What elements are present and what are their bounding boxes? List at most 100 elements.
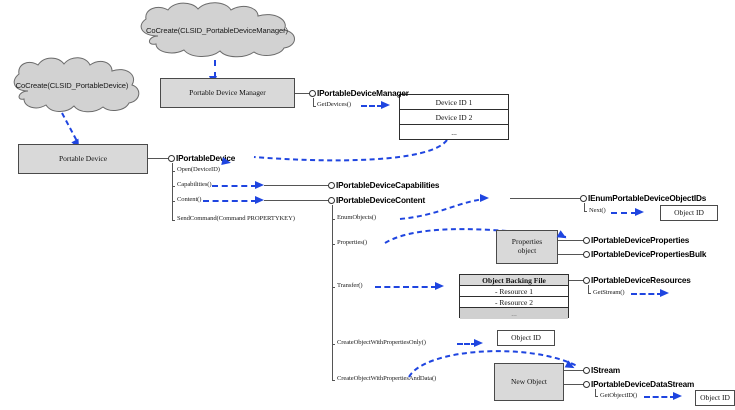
method-createobject-props-only[interactable]: CreateObjectWithPropertiesOnly() <box>337 339 426 346</box>
bracket-tick <box>584 211 587 212</box>
iface-istream-label: IStream <box>591 366 620 375</box>
arrow-getstream-head <box>660 289 669 297</box>
arrow-capabilities-head <box>255 181 264 189</box>
iface-content[interactable]: IPortableDeviceContent <box>328 196 425 205</box>
arrow-capabilities-stem <box>212 185 257 187</box>
arrow-enumobjects-head <box>480 194 489 202</box>
interface-ball-icon <box>168 155 175 162</box>
bracket-tick <box>332 287 335 288</box>
iface-resources-label: IPortableDeviceResources <box>591 276 691 285</box>
table-row[interactable]: Device ID 2 <box>400 110 508 125</box>
iface-manager[interactable]: IPortableDeviceManager <box>309 89 409 98</box>
iface-properties-bulk[interactable]: IPortableDevicePropertiesBulk <box>583 250 706 259</box>
arrow-next-head <box>635 208 644 216</box>
method-open[interactable]: Open(DeviceID) <box>177 166 220 173</box>
iface-capabilities[interactable]: IPortableDeviceCapabilities <box>328 181 439 190</box>
line-enumobjects <box>510 198 580 199</box>
bracket-content <box>332 205 333 380</box>
arrow-getobjectid-stem <box>644 396 676 398</box>
box-object-id-datastream[interactable]: Object ID <box>695 390 735 406</box>
iface-device-label: IPortableDevice <box>176 154 236 163</box>
box-portable-device-manager[interactable]: Portable Device Manager <box>160 78 295 108</box>
iface-resources[interactable]: IPortableDeviceResources <box>583 276 691 285</box>
bracket-tick <box>172 201 175 202</box>
box-properties-object[interactable]: Properties object <box>496 230 558 264</box>
iface-device[interactable]: IPortableDevice <box>168 154 235 163</box>
arrow-deviceid-head <box>221 157 232 167</box>
method-properties[interactable]: Properties() <box>337 239 367 246</box>
method-enumobjects[interactable]: EnumObjects() <box>337 214 376 221</box>
interface-ball-icon <box>583 367 590 374</box>
table-row[interactable]: ... <box>460 308 568 319</box>
arrow-getobjectid-head <box>673 392 682 400</box>
arrow-content-head <box>255 196 264 204</box>
cloud-cocreate-device: CoCreate(CLSID_PortableDevice) <box>2 57 142 113</box>
iface-enum-label: IEnumPortableDeviceObjectIDs <box>588 194 707 203</box>
box-new-object[interactable]: New Object <box>494 363 564 401</box>
bracket-tick <box>595 396 598 397</box>
table-row[interactable]: ... <box>400 125 508 139</box>
stem-device <box>148 158 168 159</box>
interface-ball-icon <box>583 237 590 244</box>
bracket-tick <box>332 344 335 345</box>
arrow-createprops-stem <box>457 343 477 345</box>
interface-ball-icon <box>328 197 335 204</box>
iface-data-stream-label: IPortableDeviceDataStream <box>591 380 695 389</box>
iface-manager-label: IPortableDeviceManager <box>317 89 409 98</box>
box-object-id-enum[interactable]: Object ID <box>660 205 718 221</box>
iface-data-stream[interactable]: IPortableDeviceDataStream <box>583 380 694 389</box>
bracket-tick <box>332 219 335 220</box>
box-portable-device[interactable]: Portable Device <box>18 144 148 174</box>
iface-content-label: IPortableDeviceContent <box>336 196 426 205</box>
table-row[interactable]: - Resource 1 <box>460 286 568 297</box>
bracket-resources <box>588 285 589 294</box>
bracket-tick <box>172 220 175 221</box>
table-device-ids[interactable]: Device ID 1 Device ID 2 ... <box>399 94 509 140</box>
arrow-next-stem <box>611 212 637 214</box>
method-content[interactable]: Content() <box>177 196 202 203</box>
arrow-getdevices-stem <box>361 105 383 107</box>
bracket-tick <box>332 244 335 245</box>
iface-enum-object-ids[interactable]: IEnumPortableDeviceObjectIDs <box>580 194 706 203</box>
interface-ball-icon <box>580 195 587 202</box>
arrow-content-stem <box>203 200 257 202</box>
arrow-manager-stem <box>214 60 217 78</box>
stem-manager <box>295 93 309 94</box>
table-row[interactable]: Device ID 1 <box>400 95 508 110</box>
arrow-transfer-head <box>435 282 444 290</box>
method-getdevices[interactable]: GetDevices() <box>317 101 351 108</box>
interface-ball-icon <box>583 381 590 388</box>
cloud-cocreate-manager: CoCreate(CLSID_PortableDeviceManager) <box>122 2 312 58</box>
method-getstream[interactable]: GetStream() <box>593 289 625 296</box>
iface-properties-label: IPortableDeviceProperties <box>591 236 690 245</box>
iface-properties[interactable]: IPortableDeviceProperties <box>583 236 689 245</box>
iface-capabilities-label: IPortableDeviceCapabilities <box>336 181 440 190</box>
method-createobject-props-data[interactable]: CreateObjectWithPropertiesAndData() <box>337 375 437 382</box>
table-header: Object Backing File <box>460 275 568 286</box>
method-capabilities[interactable]: Capabilities() <box>177 181 212 188</box>
iface-istream[interactable]: IStream <box>583 366 620 375</box>
method-transfer[interactable]: Transfer() <box>337 282 363 289</box>
method-getobjectid[interactable]: GetObjectID() <box>600 392 638 399</box>
line-properties <box>558 240 586 241</box>
bracket-tick <box>172 186 175 187</box>
line-datastream <box>564 384 586 385</box>
cloud-device-label: CoCreate(CLSID_PortableDevice) <box>15 80 129 90</box>
table-row[interactable]: - Resource 2 <box>460 297 568 308</box>
bracket-tick <box>332 380 335 381</box>
line-content <box>264 200 328 201</box>
bracket-device <box>172 163 173 221</box>
bracket-tick <box>313 106 316 107</box>
interface-ball-icon <box>309 90 316 97</box>
method-next[interactable]: Next() <box>589 207 606 214</box>
line-istream <box>564 370 586 371</box>
table-object-backing-file[interactable]: Object Backing File - Resource 1 - Resou… <box>459 274 569 319</box>
interface-ball-icon <box>583 277 590 284</box>
method-sendcommand[interactable]: SendCommand(Command PROPERTYKEY) <box>177 215 295 222</box>
bracket-tick <box>172 171 175 172</box>
iface-properties-bulk-label: IPortableDevicePropertiesBulk <box>591 250 707 259</box>
box-object-id-create[interactable]: Object ID <box>497 330 555 346</box>
line-capabilities <box>264 185 328 186</box>
interface-ball-icon <box>328 182 335 189</box>
